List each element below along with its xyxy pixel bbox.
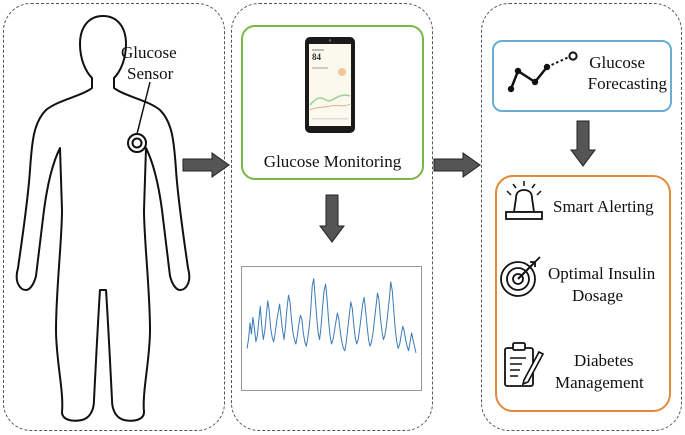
glucose-monitoring-label: Glucose Monitoring — [263, 152, 402, 171]
sensor-panel — [3, 3, 225, 431]
optimal-insulin-label-line1: Optimal Insulin — [548, 264, 656, 283]
sensor-label-line2: Sensor — [127, 64, 174, 83]
diabetes-management-label-line2: Management — [555, 373, 644, 392]
glucose-trace-svg — [246, 278, 417, 354]
monitoring-panel — [231, 3, 433, 431]
forecast-label-line2: Forecasting — [587, 74, 667, 93]
optimal-insulin-label-line2: Dosage — [572, 286, 623, 305]
glucose-forecasting-box — [492, 40, 672, 112]
phone-reading: 84 — [312, 52, 321, 62]
glucose-trace-line — [246, 278, 417, 354]
forecasting-panel — [481, 3, 682, 431]
forecast-label-line1: Glucose — [589, 53, 645, 72]
sensor-label-line1: Glucose — [121, 43, 177, 62]
smart-alerting-label: Smart Alerting — [553, 197, 654, 216]
diabetes-management-label-line1: Diabetes — [574, 351, 634, 370]
glucose-trace-chart — [241, 266, 422, 391]
